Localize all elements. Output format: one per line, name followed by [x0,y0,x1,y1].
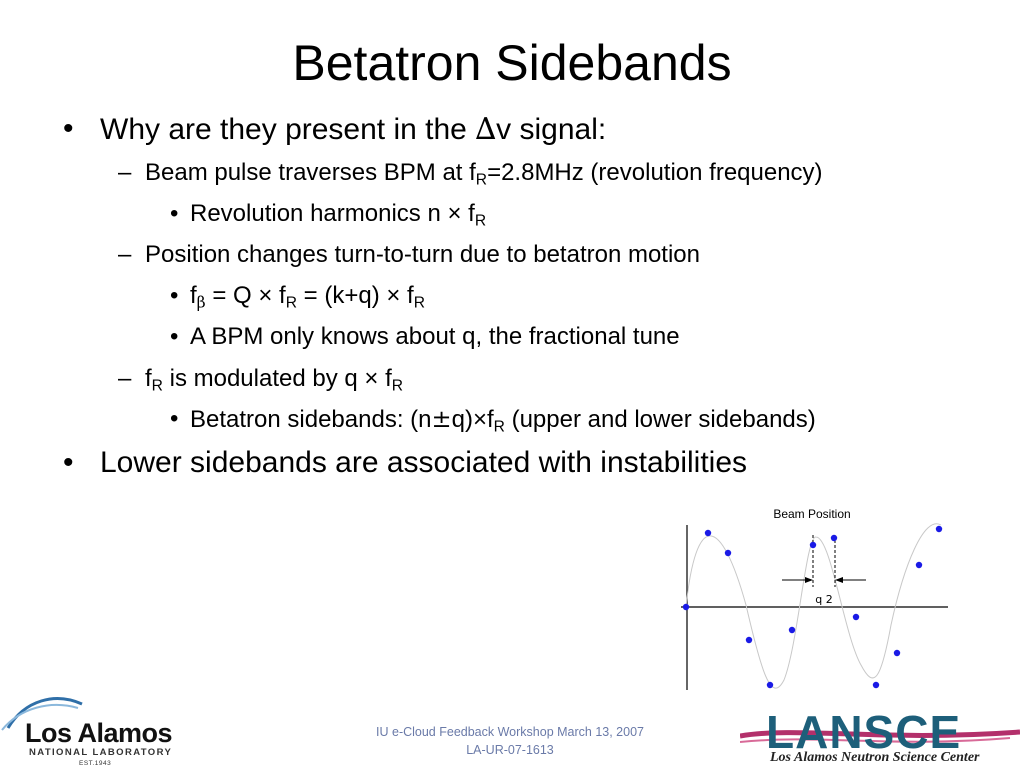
bullet-fr-modulated: fR is modulated by q × fR [145,365,403,395]
delta-symbol: ∆ [475,112,497,147]
beam-position-figure: Beam Position q 2 [681,507,948,690]
lansce-logo-subtitle: Los Alamos Neutron Science Center [770,750,980,765]
dash-marker: – [118,365,132,392]
los-alamos-logo-text: Los Alamos [25,718,173,748]
los-alamos-logo-est: EST.1943 [79,760,112,767]
dash-marker: – [118,241,132,268]
bullet-marker: • [170,323,179,350]
footer: IU e-Cloud Feedback Workshop March 13, 2… [340,723,680,759]
betatron-wave-curve [685,523,942,689]
bullet-marker: • [63,112,74,145]
bullet-marker: • [170,282,179,309]
arrow-left-head [805,577,813,583]
los-alamos-swoosh-light-icon [1,704,79,731]
bullet-position-changes: Position changes turn-to-turn due to bet… [145,241,700,268]
figure-title: Beam Position [773,507,850,521]
lansce-swoosh-icon [740,729,1020,739]
q-annotation: q 2 [815,593,832,606]
bullet-betatron-sidebands: Betatron sidebands: (n±q)×fR (upper and … [190,405,816,436]
beam-position-point [872,681,880,689]
bullet-lower-sidebands: Lower sidebands are associated with inst… [100,446,748,479]
lansce-logo [740,729,1020,743]
bullet-revolution-harmonics: Revolution harmonics n × fR [190,200,487,230]
beam-position-point [915,561,923,569]
beam-position-point [893,649,901,657]
beam-position-point [809,541,817,549]
beam-position-point [788,626,796,634]
los-alamos-logo [1,697,83,731]
beam-position-point [704,529,712,537]
bullet-marker: • [63,446,74,479]
los-alamos-swoosh-icon [6,697,83,729]
beam-position-point [852,613,860,621]
beam-position-point [745,636,753,644]
bullet-marker: • [170,405,179,432]
dash-marker: – [118,159,132,186]
los-alamos-logo-subtitle: NATIONAL LABORATORY [29,747,173,758]
bullet-why-present: Why are they present in the ∆v signal: [100,112,607,147]
beam-position-point [830,534,838,542]
slide-title: Betatron Sidebands [292,35,732,91]
lansce-swoosh-light-icon [740,737,1011,743]
bullet-bpm-knows-q: A BPM only knows about q, the fractional… [190,323,680,350]
bullet-marker: • [170,200,179,227]
footer-workshop: IU e-Cloud Feedback Workshop March 13, 2… [376,725,644,739]
arrow-right-head [835,577,843,583]
lansce-logo-text: LANSCE [766,706,962,758]
bullet-f-beta-formula: fβ = Q × fR = (k+q) × fR [190,282,425,312]
beam-position-point [935,525,943,533]
beam-position-points [682,525,943,689]
beam-position-point [682,603,690,611]
footer-report-number: LA-UR-07-1613 [466,743,554,757]
beam-position-point [766,681,774,689]
beam-position-point [724,549,732,557]
bullet-beam-pulse: Beam pulse traverses BPM at fR=2.8MHz (r… [145,159,823,189]
